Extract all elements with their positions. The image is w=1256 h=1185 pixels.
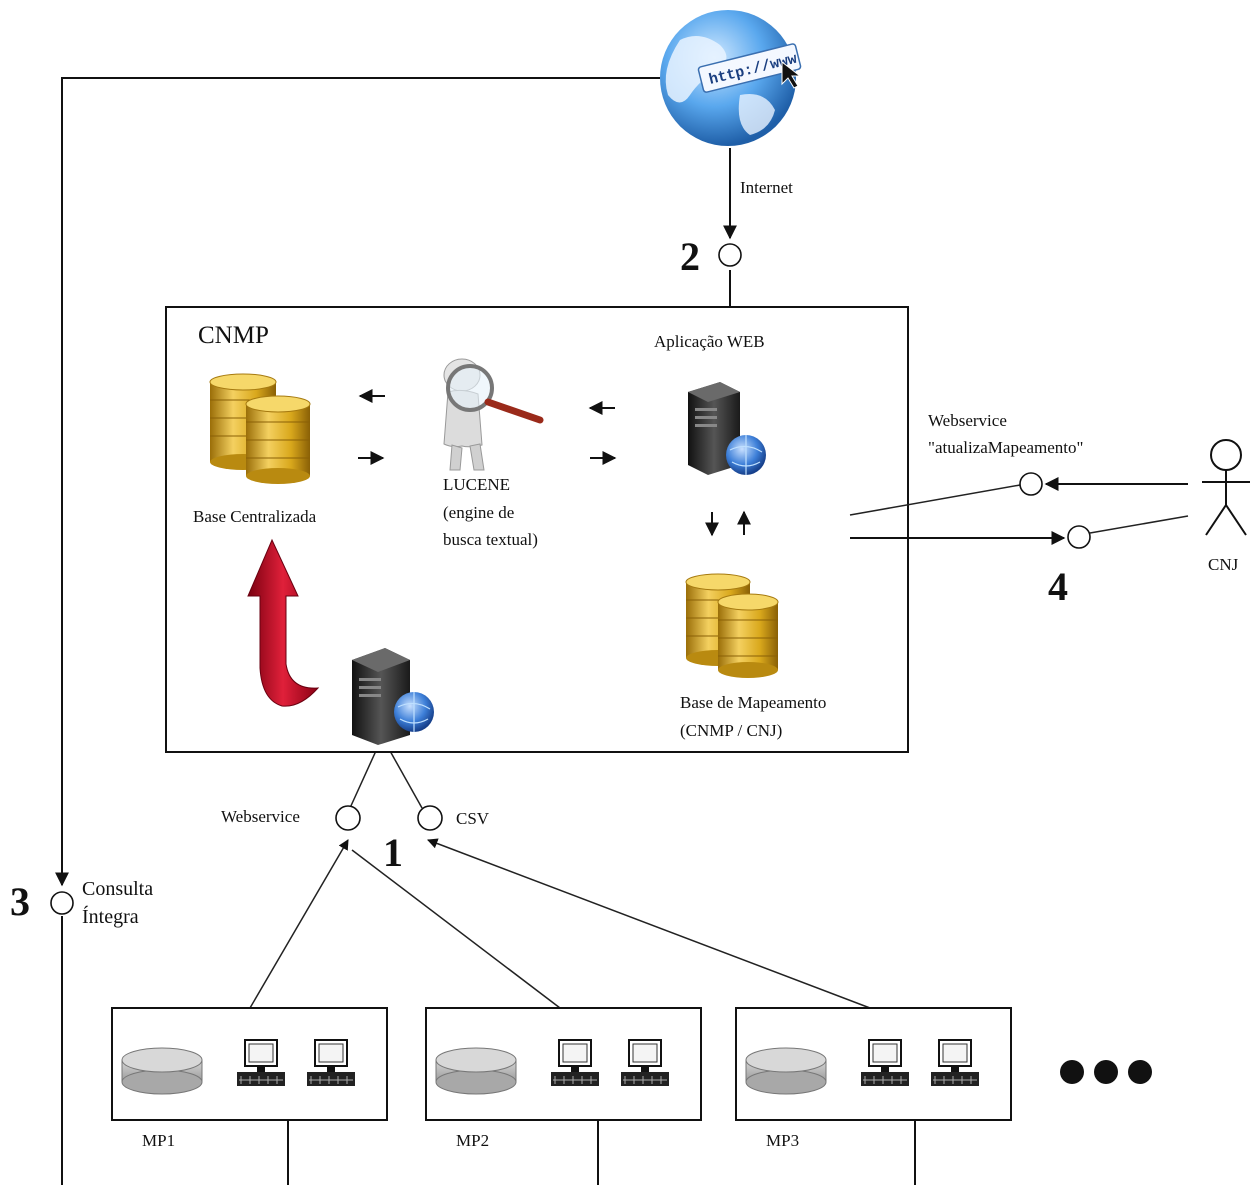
magnifier-person-icon bbox=[443, 358, 544, 471]
mp2-to-webservice-line bbox=[351, 849, 561, 1009]
globe-to-consulta-line bbox=[61, 77, 660, 885]
integra-label: Íntegra bbox=[82, 905, 139, 928]
base-lucene-arrows bbox=[358, 389, 385, 465]
lucene-app-arrows bbox=[588, 401, 617, 465]
step-3-number: 3 bbox=[10, 879, 30, 924]
mp-unit-label: MP2 bbox=[456, 1131, 489, 1150]
interface-4-circle bbox=[1067, 525, 1091, 549]
consulta-interface-circle bbox=[50, 891, 74, 915]
web-server-icon bbox=[688, 382, 766, 475]
base-mapeamento-label: Base de Mapeamento bbox=[680, 693, 826, 712]
integration-server-icon bbox=[352, 648, 434, 745]
cnj-label: CNJ bbox=[1208, 555, 1239, 574]
globe-icon: http://www bbox=[660, 10, 802, 146]
mp-units: MP1 MP2 MP3 bbox=[111, 1007, 1012, 1150]
interface-2-circle bbox=[718, 243, 742, 267]
mp-unit-label: MP1 bbox=[142, 1131, 175, 1150]
app-to-ws-line bbox=[849, 484, 1021, 516]
mp-unit-label: MP3 bbox=[766, 1131, 799, 1150]
computer-icon bbox=[307, 1039, 355, 1086]
disk-icon bbox=[745, 1047, 827, 1095]
ws-atualiza-interface bbox=[1019, 472, 1043, 496]
computer-icon bbox=[861, 1039, 909, 1086]
base-mapeamento-sub: (CNMP / CNJ) bbox=[680, 721, 782, 740]
step-4-number: 4 bbox=[1048, 564, 1068, 609]
mp-unit: MP2 bbox=[425, 1007, 702, 1150]
consulta-label: Consulta bbox=[82, 878, 153, 900]
step-2-number: 2 bbox=[680, 234, 700, 279]
lucene-label: LUCENE bbox=[443, 475, 510, 494]
more-units-dots-icon bbox=[1060, 1060, 1152, 1084]
csv-interface-circle bbox=[417, 805, 443, 831]
disk-icon bbox=[121, 1047, 203, 1095]
interface-4-to-cnj-line bbox=[1089, 515, 1189, 534]
ws-atualiza-label: Webservice bbox=[928, 411, 1007, 430]
cnmp-title: CNMP bbox=[198, 322, 269, 349]
lucene-sub-1: (engine de bbox=[443, 503, 514, 522]
mapping-coins-icon bbox=[685, 573, 779, 678]
ws-atualiza-name: "atualizaMapeamento" bbox=[928, 438, 1083, 457]
disk-icon bbox=[435, 1047, 517, 1095]
mp3-to-csv-line bbox=[427, 838, 871, 1009]
webservice-interface-circle bbox=[335, 805, 361, 831]
app-web-label: Aplicação WEB bbox=[654, 332, 765, 351]
computer-icon bbox=[931, 1039, 979, 1086]
webservice-label: Webservice bbox=[221, 807, 300, 826]
computer-icon bbox=[621, 1039, 669, 1086]
mp1-to-webservice-line bbox=[249, 839, 349, 1009]
computer-icon bbox=[551, 1039, 599, 1086]
actor-person-icon bbox=[1202, 439, 1250, 536]
mp-unit: MP3 bbox=[735, 1007, 1012, 1150]
step-1-number: 1 bbox=[383, 830, 403, 875]
mp-unit: MP1 bbox=[111, 1007, 388, 1150]
lucene-sub-2: busca textual) bbox=[443, 530, 538, 549]
app-mapping-arrows bbox=[705, 510, 751, 537]
base-centralizada-label: Base Centralizada bbox=[193, 507, 317, 526]
internet-label: Internet bbox=[740, 178, 793, 197]
computer-icon bbox=[237, 1039, 285, 1086]
red-curved-arrow-icon bbox=[247, 538, 320, 707]
csv-label: CSV bbox=[456, 809, 490, 828]
database-coins-icon bbox=[209, 373, 311, 484]
